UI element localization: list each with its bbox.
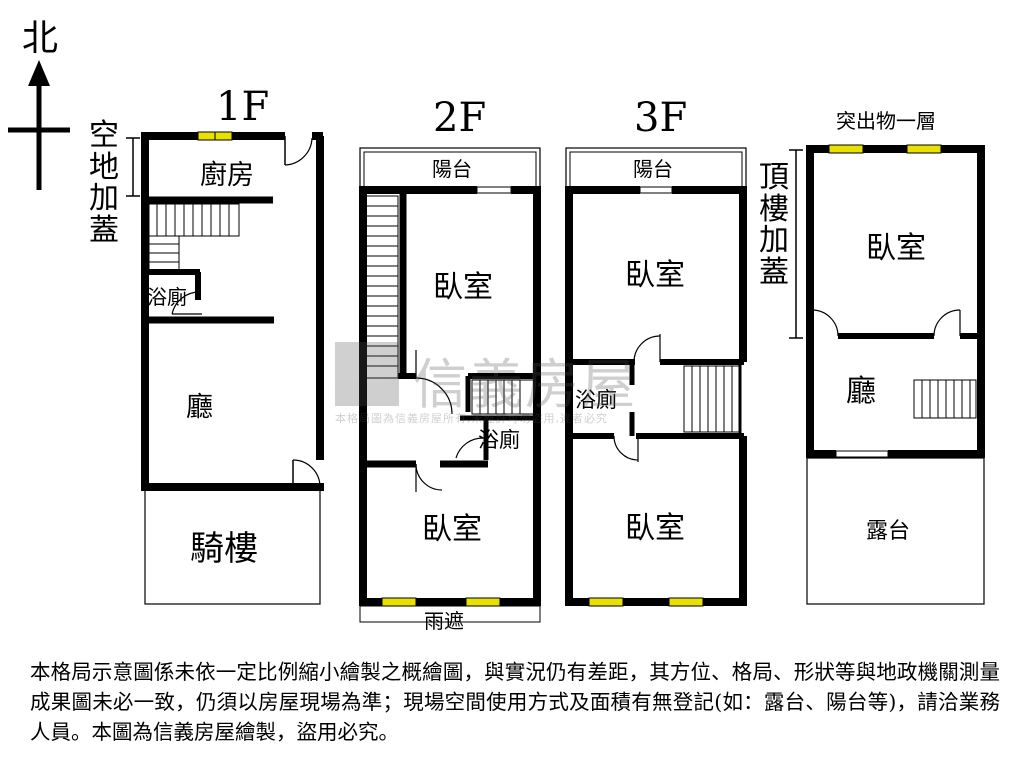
2f-balcony-label: 陽台	[432, 157, 472, 181]
3f-bedroom-bottom-label: 臥室	[625, 511, 685, 546]
roof-living-label: 廳	[846, 374, 876, 409]
disclaimer-text: 本格局示意圖係未依一定比例縮小繪製之概繪圖，與實況仍有差距，其方位、格局、形狀等…	[30, 660, 1000, 744]
3f-bedroom-top-label: 臥室	[625, 258, 685, 293]
roof-terrace-label: 露台	[866, 519, 910, 544]
2f-canopy-label: 雨遮	[424, 609, 464, 633]
floor-2f-title: 2F	[433, 95, 486, 141]
watermark-brand: 信義房屋	[413, 353, 637, 416]
roof-title: 突出物一層	[836, 109, 936, 133]
north-arrow: 北	[8, 18, 70, 190]
1f-side-note: 空地加蓋	[84, 120, 124, 246]
roof-bedroom-label: 臥室	[866, 231, 926, 266]
watermark-subtext: 本格局圖為信義房屋所有,未經許可勿盜用,違者必究	[335, 412, 608, 425]
brand-logo-icon	[335, 342, 399, 406]
3f-bath-label: 浴廁	[575, 388, 617, 412]
2f-bath-label: 浴廁	[478, 428, 520, 452]
north-label: 北	[22, 18, 58, 59]
3f-balcony-label: 陽台	[633, 157, 673, 181]
2f-bedroom-top-label: 臥室	[433, 270, 493, 305]
1f-arcade-label: 騎樓	[190, 529, 258, 569]
1f-kitchen-label: 廚房	[200, 160, 254, 191]
floor-2f: 2F	[359, 95, 541, 633]
roof-side-note: 頂樓加蓋	[754, 162, 794, 288]
floor-roof: 突出物一層 臥室 廳 露台	[789, 109, 985, 605]
floor-3f: 3F 陽台 臥室 浴廁 臥室	[565, 95, 747, 607]
floor-3f-title: 3F	[634, 95, 687, 141]
floor-1f-title: 1F	[216, 84, 269, 130]
1f-bath-label: 浴廁	[147, 285, 187, 309]
1f-side-note-text: 空地加蓋	[89, 118, 119, 248]
1f-living-label: 廳	[186, 392, 213, 423]
floor-plan-diagram: 北 1F	[8, 18, 985, 633]
2f-bedroom-bottom-label: 臥室	[422, 512, 482, 547]
floor-1f: 1F	[126, 84, 324, 605]
watermark: 信義房屋 本格局圖為信義房屋所有,未經許可勿盜用,違者必究	[335, 340, 685, 430]
roof-side-note-text: 頂樓加蓋	[759, 160, 789, 290]
